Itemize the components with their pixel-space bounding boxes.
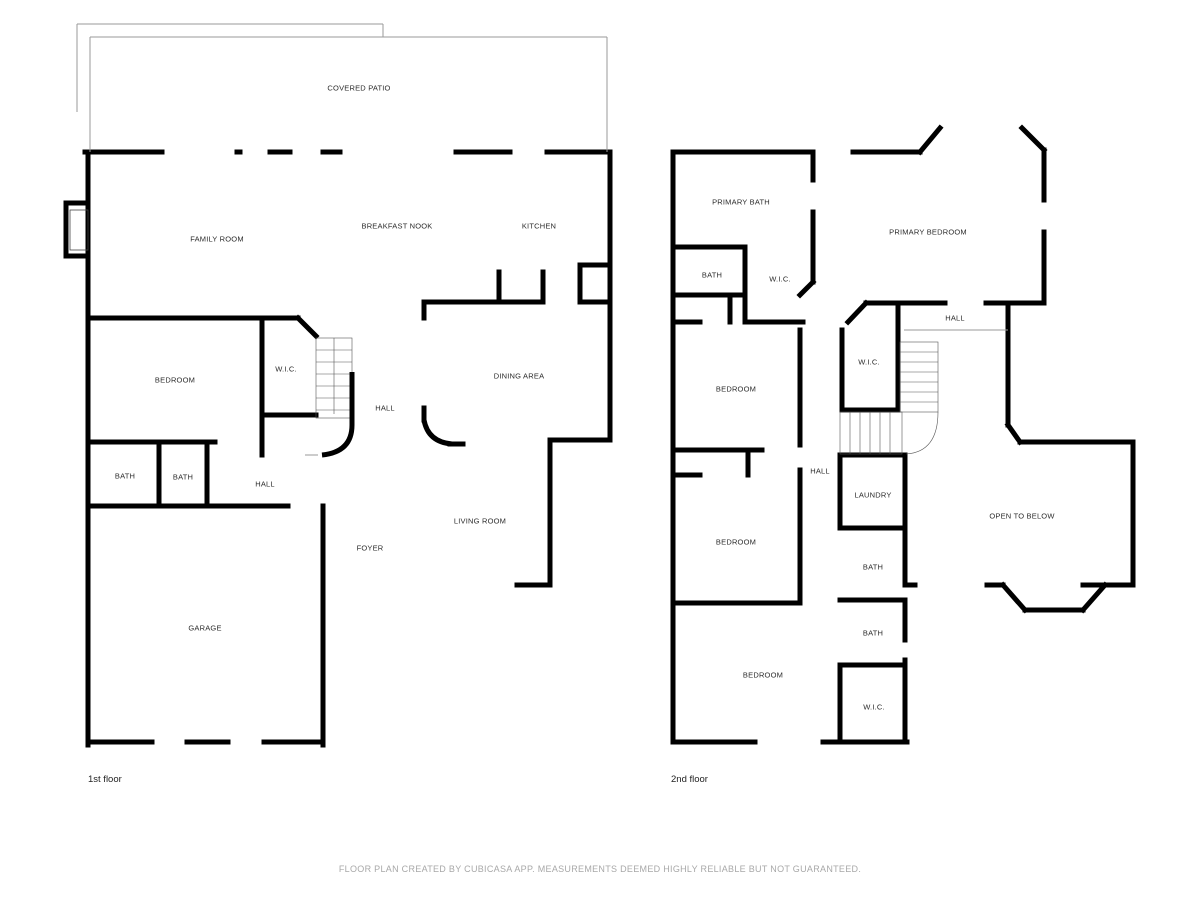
room-label-w-i-c: W.I.C. [275, 364, 297, 374]
room-label-covered-patio: COVERED PATIO [327, 83, 391, 93]
staircase-floor-2 [839, 341, 939, 455]
room-label-hall: HALL [375, 403, 395, 413]
room-label-primary-bedroom: PRIMARY BEDROOM [889, 227, 967, 237]
room-label-bedroom: BEDROOM [742, 670, 784, 680]
room-label-bath: BATH [701, 270, 723, 280]
room-label-bath: BATH [114, 471, 136, 481]
room-label-bedroom: BEDROOM [154, 375, 196, 385]
room-label-bedroom: BEDROOM [715, 384, 757, 394]
room-label-laundry: LAUNDRY [854, 490, 892, 500]
outline-lines [76, 23, 1008, 456]
wall-lines [63, 124, 1136, 748]
room-label-hall: HALL [255, 479, 275, 489]
room-label-hall: HALL [945, 313, 965, 323]
room-label-open-to-below: OPEN TO BELOW [989, 511, 1055, 521]
room-label-w-i-c: W.I.C. [858, 357, 880, 367]
disclaimer-footer: FLOOR PLAN CREATED BY CUBICASA APP. MEAS… [338, 864, 862, 874]
room-label-breakfast-nook: BREAKFAST NOOK [361, 221, 433, 231]
room-label-bath: BATH [862, 628, 884, 638]
curved-counter [421, 419, 453, 447]
room-label-w-i-c: W.I.C. [863, 702, 885, 712]
room-label-w-i-c: W.I.C. [769, 274, 791, 284]
room-label-bath: BATH [172, 472, 194, 482]
fireplace [69, 209, 89, 251]
room-label-primary-bath: PRIMARY BATH [712, 197, 770, 207]
floor-1-caption: 1st floor [88, 774, 122, 785]
room-label-family-room: FAMILY ROOM [190, 234, 244, 244]
room-label-kitchen: KITCHEN [521, 221, 557, 231]
room-label-foyer: FOYER [356, 543, 384, 553]
stair-curve-wall-floor-1 [321, 372, 355, 458]
room-label-hall: HALL [810, 466, 830, 476]
room-label-bath: BATH [862, 562, 884, 572]
room-label-garage: GARAGE [188, 623, 222, 633]
room-label-living-room: LIVING ROOM [453, 516, 507, 526]
room-label-bedroom: BEDROOM [715, 537, 757, 547]
room-label-dining-area: DINING AREA [493, 371, 545, 381]
staircase-floor-1 [315, 337, 353, 419]
floor-2-caption: 2nd floor [671, 774, 708, 785]
